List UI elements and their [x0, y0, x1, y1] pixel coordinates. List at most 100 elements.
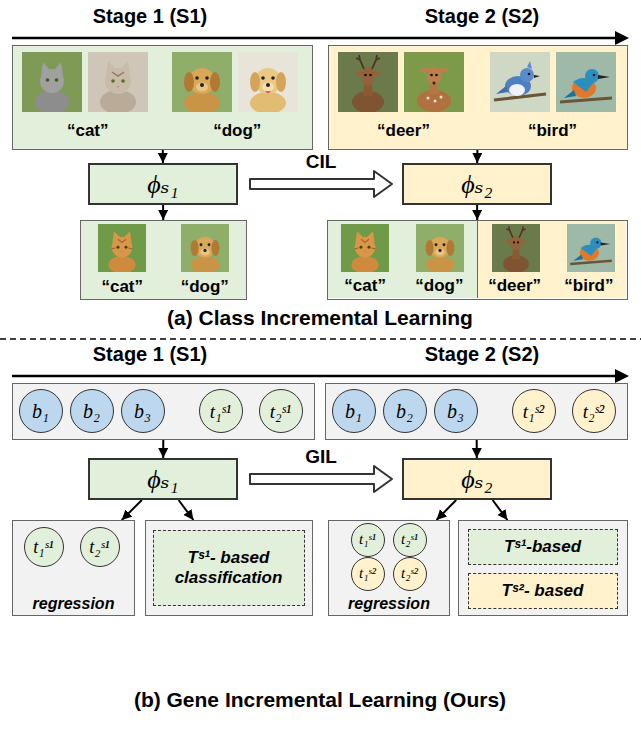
subfigure-caption: (a) Class Incremental Learning — [167, 306, 473, 329]
label-cell: “dog” — [164, 277, 247, 297]
task-label: regression — [348, 595, 430, 612]
label-row: regression — [329, 595, 449, 613]
gene-circle: b₂ — [383, 389, 427, 433]
flow-arrow — [476, 440, 478, 458]
label-holder: Stage 1 (S1) — [93, 5, 207, 28]
cat-photo — [98, 224, 146, 274]
cat-photo — [22, 52, 82, 114]
gene-symbol: t₂ˢ² — [401, 566, 418, 581]
flow-arrow — [493, 500, 508, 520]
edge-label: CIL — [306, 151, 337, 172]
label-holder: (a) Class Incremental Learning — [167, 306, 473, 330]
model-box: ϕₛ₁ — [88, 458, 238, 500]
gene-circle: b₁ — [332, 389, 376, 433]
dog-photo — [416, 224, 464, 274]
stage-label: Stage 1 (S1) — [93, 5, 207, 27]
prediction-box: “cat” “dog” “deer” “bird” — [327, 220, 628, 300]
flow-arrow — [437, 500, 457, 520]
stage-arrow-head — [615, 31, 629, 45]
flow-arrow — [476, 205, 478, 220]
label-holder: Stage 2 (S2) — [425, 343, 539, 366]
gene-symbol: b₃ — [134, 401, 151, 421]
task-label: regression — [33, 595, 115, 612]
model-box: ϕₛ₂ — [402, 458, 552, 500]
head-label: Tˢ²- based — [498, 581, 588, 601]
gene-symbol: t₂ˢ² — [583, 402, 605, 421]
flow-arrow — [162, 440, 164, 458]
flow-arrow — [162, 150, 164, 163]
edge-label: GIL — [305, 446, 337, 467]
head-label: Tˢ¹-based — [500, 537, 585, 557]
class-label: “dog” — [213, 121, 261, 140]
label-row: “deer” “bird” — [478, 276, 627, 296]
label-holder: GIL — [302, 446, 340, 468]
gene-symbol: t₂ˢ¹ — [401, 532, 418, 547]
label-cell: “cat” — [13, 121, 163, 141]
model-symbol: ϕₛ₂ — [461, 464, 492, 495]
cat-photo — [88, 52, 148, 114]
label-cell: “dog” — [402, 276, 476, 296]
image-set-box: “cat” “dog” — [12, 45, 313, 150]
gene-symbol: t₁ˢ² — [359, 566, 376, 581]
cat-photo — [341, 224, 389, 274]
label-cell: “cat” — [81, 277, 164, 297]
image-set-box: “deer” “bird” — [328, 45, 628, 150]
head-box: Tˢ¹- based classification — [153, 530, 305, 606]
gene-symbol: t₂ˢ¹ — [270, 402, 292, 421]
gene-input-box: b₁ b₂ b₃ t₁ˢ² t₂ˢ² — [325, 383, 628, 440]
label-row: regression — [13, 595, 134, 613]
new-class-part: “deer” “bird” — [478, 221, 627, 298]
dog-photo — [238, 52, 298, 114]
stage-arrow-head — [615, 369, 629, 383]
model-symbol: ϕₛ₂ — [461, 169, 492, 200]
stage-arrow — [12, 37, 618, 40]
regression-box: regression t₁ˢ¹ t₂ˢ¹ — [12, 520, 135, 616]
label-cell: “deer” — [329, 121, 478, 141]
gene-circle: b₂ — [70, 389, 114, 433]
label-cell: “bird” — [478, 121, 627, 141]
gene-circle: t₁ˢ² — [351, 557, 385, 591]
gene-circle: t₁ˢ¹ — [351, 523, 385, 557]
deer-photo — [492, 224, 540, 273]
deer-photo — [404, 52, 464, 112]
gene-symbol: b₃ — [447, 401, 464, 421]
prediction-box: “cat” “dog” — [80, 220, 247, 300]
transition-arrow — [250, 171, 392, 197]
head-label: Tˢ¹- based classification — [154, 548, 304, 587]
class-label: “deer” — [377, 121, 430, 140]
gene-symbol: t₁ˢ¹ — [33, 538, 53, 556]
gene-circle: t₂ˢ¹ — [80, 527, 120, 567]
label-row: “cat” “dog” — [328, 276, 477, 296]
label-holder: Stage 1 (S1) — [93, 343, 207, 366]
label-cell: “deer” — [478, 276, 552, 296]
class-label: “bird” — [528, 121, 577, 140]
flow-arrow — [179, 500, 194, 520]
label-cell: “dog” — [163, 121, 313, 141]
gene-symbol: b₂ — [83, 401, 100, 421]
gene-symbol: b₁ — [32, 401, 49, 421]
class-label: “cat” — [344, 276, 386, 295]
gene-circle: b₃ — [434, 389, 478, 433]
dog-photo — [172, 52, 232, 114]
class-label: “dog” — [181, 277, 229, 296]
gene-circle: t₁ˢ¹ — [24, 527, 64, 567]
panel-divider — [0, 338, 641, 340]
gene-circle: t₂ˢ² — [393, 557, 427, 591]
label-row: “cat” “dog” — [81, 277, 246, 297]
flow-arrow — [162, 205, 164, 220]
model-symbol: ϕₛ₁ — [147, 169, 178, 200]
stage-label: Stage 2 (S2) — [425, 343, 539, 365]
label-row: “cat” “dog” — [13, 121, 312, 141]
gene-symbol: b₁ — [345, 401, 362, 421]
flow-arrow — [122, 500, 142, 520]
label-cell: “bird” — [552, 276, 626, 296]
gene-circle: t₂ˢ¹ — [259, 389, 303, 433]
gene-circle: t₁ˢ² — [512, 389, 556, 433]
class-label: “deer” — [488, 276, 541, 295]
regression-box: regression t₁ˢ¹ t₂ˢ¹ t₁ˢ² t₂ˢ² — [328, 520, 450, 616]
class-label: “cat” — [67, 121, 109, 140]
gene-circle: b₃ — [121, 389, 165, 433]
gene-circle: t₁ˢ¹ — [199, 389, 243, 433]
class-label: “cat” — [101, 277, 143, 296]
